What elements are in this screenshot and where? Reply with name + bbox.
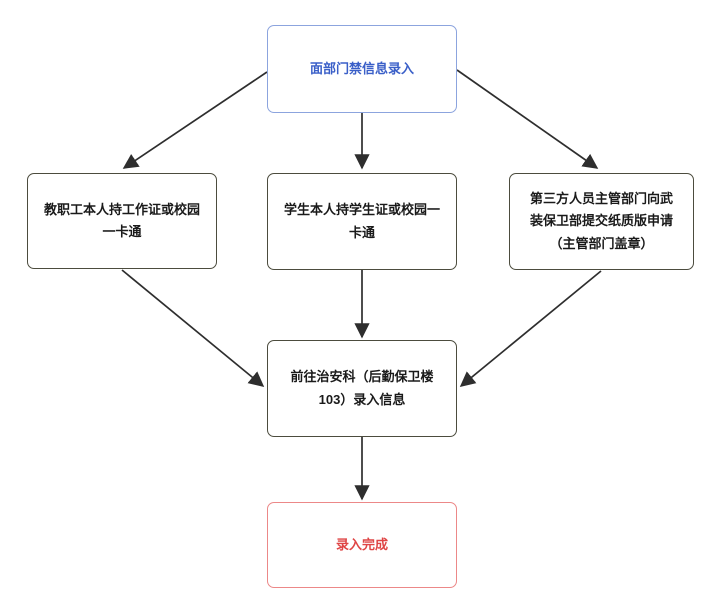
node-student: 学生本人持学生证或校园一 卡通 [267, 173, 457, 270]
arrow-start-to-staff [122, 71, 268, 169]
node-done-label: 录入完成 [335, 536, 388, 552]
node-done: 录入完成 [267, 502, 457, 588]
node-staff-label: 教职工本人持工作证或校园 一卡通 [43, 201, 200, 239]
node-start: 面部门禁信息录入 [267, 25, 457, 113]
arrow-start-to-third-party [456, 69, 599, 169]
node-office: 前往治安科（后勤保卫楼 103）录入信息 [267, 340, 457, 437]
node-office-label: 前往治安科（后勤保卫楼 103）录入信息 [290, 369, 434, 407]
node-staff: 教职工本人持工作证或校园 一卡通 [27, 173, 217, 269]
node-student-label: 学生本人持学生证或校园一 卡通 [283, 202, 440, 240]
node-third-party-label: 第三方人员主管部门向武 装保卫部提交纸质版申请 （主管部门盖章） [529, 190, 673, 251]
arrow-third-party-to-office [459, 270, 602, 387]
node-start-label: 面部门禁信息录入 [309, 60, 414, 76]
arrow-staff-to-office [121, 269, 265, 387]
node-third-party: 第三方人员主管部门向武 装保卫部提交纸质版申请 （主管部门盖章） [509, 173, 694, 270]
